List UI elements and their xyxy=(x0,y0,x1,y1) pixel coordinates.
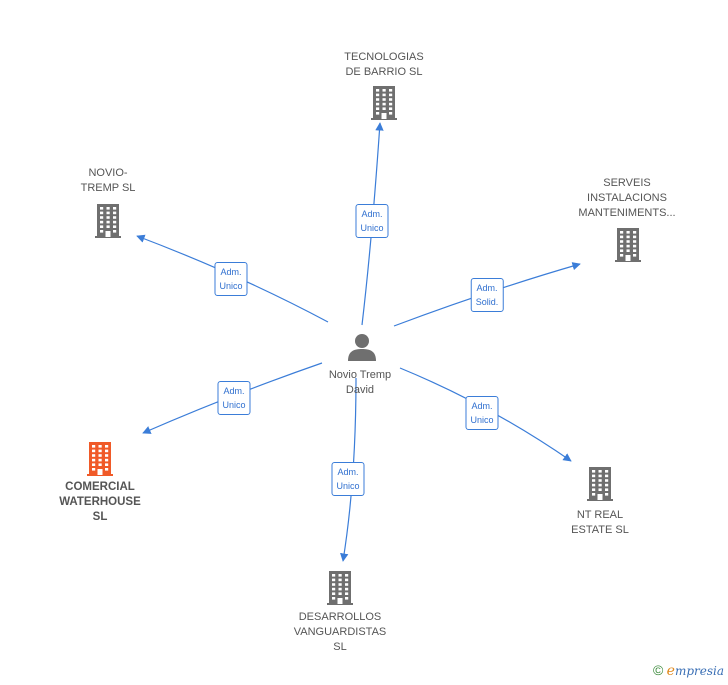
building-icon[interactable] xyxy=(587,467,613,506)
building-icon[interactable] xyxy=(371,86,397,125)
company-name-serveis[interactable]: SERVEIS INSTALACIONS MANTENIMENTS... xyxy=(578,177,676,219)
role-label-desarrollos: Adm. Unico xyxy=(331,462,365,496)
company-name-comercial[interactable]: COMERCIAL WATERHOUSE SL xyxy=(59,481,141,523)
building-icon[interactable] xyxy=(615,228,641,267)
person-icon xyxy=(347,333,377,366)
building-icon[interactable] xyxy=(95,204,121,243)
company-name-tecnologias[interactable]: TECNOLOGIAS DE BARRIO SL xyxy=(344,51,424,78)
role-label-nt-real: Adm. Unico xyxy=(465,396,499,430)
empresia-brand: © empresia xyxy=(653,662,724,679)
role-label-serveis: Adm. Solid. xyxy=(470,278,504,312)
building-icon-highlighted[interactable] xyxy=(87,442,113,481)
company-name-nt-real[interactable]: NT REAL ESTATE SL xyxy=(571,509,629,536)
role-label-comercial: Adm. Unico xyxy=(217,381,251,415)
brand-logo-initial: e xyxy=(666,663,675,679)
building-icon[interactable] xyxy=(327,571,353,610)
company-name-novio-tremp[interactable]: NOVIO- TREMP SL xyxy=(80,167,136,194)
role-label-tecnologias: Adm. Unico xyxy=(355,204,389,238)
brand-logo-text: mpresia xyxy=(674,664,724,678)
company-name-desarrollos[interactable]: DESARROLLOS VANGUARDISTAS SL xyxy=(293,611,387,653)
copyright-icon: © xyxy=(652,662,664,678)
center-person-name[interactable]: Novio Tremp David xyxy=(328,369,392,396)
role-label-novio-tremp: Adm. Unico xyxy=(214,262,248,296)
